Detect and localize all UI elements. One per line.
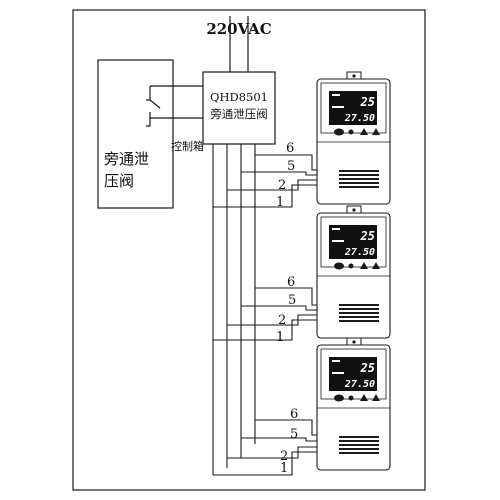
controller-model: QHD8501 [210,90,268,104]
svg-text:1: 1 [280,461,288,476]
unit-display-top: 25 [360,229,375,243]
unit-display-bottom: 27.50 [344,379,375,390]
thermostat-unit-3: 25 27.50 [316,337,391,471]
unit1-terminal-labels: 6 5 2 1 [276,141,295,210]
thermostat-unit-1: 25 27.50 [316,71,391,205]
svg-text:5: 5 [288,293,296,308]
unit1-wiring [213,154,317,208]
unit-terminal-strip [339,304,379,322]
thermostat-unit-2: 25 27.50 [316,205,391,339]
outer-frame [72,9,426,491]
svg-text:2: 2 [278,178,286,193]
unit3-wiring [213,419,317,476]
svg-text:6: 6 [287,275,295,290]
svg-text:1: 1 [276,330,284,345]
unit-buttons [334,262,380,270]
valve-relay-symbol [146,85,208,127]
unit3-terminal-labels: 6 5 2 1 [280,407,298,476]
unit-display-top: 25 [360,95,375,109]
power-label: 220VAC [206,20,271,38]
unit-buttons [334,394,380,402]
control-box-label: 控制箱 [171,139,204,153]
unit-display-bottom: 27.50 [344,113,375,124]
controller-name: 旁通泄压阀 [210,107,268,121]
svg-text:2: 2 [278,313,286,328]
wiring-bus [212,144,256,475]
bypass-valve-box [97,59,174,209]
unit-buttons [334,128,380,136]
svg-text:6: 6 [290,407,298,422]
unit-display-bottom: 27.50 [344,247,375,258]
bypass-valve-label-line2: 压阀 [104,172,134,190]
controller-box [202,71,276,145]
svg-text:6: 6 [286,141,294,156]
unit2-terminal-labels: 6 5 2 1 [276,275,296,345]
svg-text:5: 5 [287,159,295,174]
unit2-wiring [213,287,317,341]
unit-terminal-strip [339,436,379,454]
unit-terminal-strip [339,170,379,188]
unit-display-top: 25 [360,361,375,375]
bypass-valve-label-line1: 旁通泄 [104,150,149,168]
svg-text:1: 1 [276,195,284,210]
svg-text:2: 2 [280,449,288,464]
svg-text:5: 5 [290,427,298,442]
